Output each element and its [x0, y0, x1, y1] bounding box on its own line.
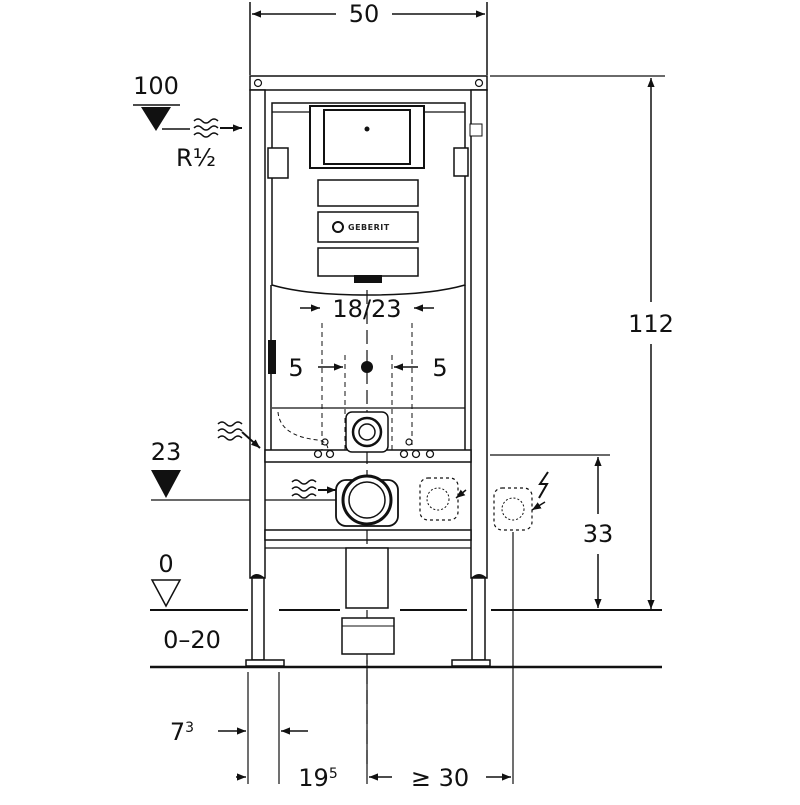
frame-right-foot — [471, 577, 486, 661]
elevation-floor-triangle-icon — [150, 579, 182, 608]
height-dimension: 112 — [490, 75, 674, 609]
foot-base-superscript: 3 — [185, 720, 194, 736]
elevation-pipe-triangle-icon — [151, 470, 181, 498]
foot-base-label: 73 — [170, 718, 194, 746]
axis-offset-dimension: 195 — [236, 764, 338, 792]
cistern-valve-right — [453, 147, 469, 177]
electrical-box-outer-ring — [501, 497, 525, 521]
brand-label: GEBERIT — [348, 223, 390, 232]
cistern-panel-lower — [317, 247, 419, 277]
flush-bend-ring — [351, 416, 383, 448]
frame-left-foot-plate — [245, 659, 285, 667]
cistern-brand-panel — [317, 211, 419, 243]
stud-icon — [411, 449, 421, 459]
supply-elevation: 100 R½ — [133, 72, 242, 172]
flush-pipe-center-mark — [361, 361, 373, 373]
cistern: GEBERIT — [267, 102, 483, 296]
water-supply-icon — [193, 118, 219, 138]
foot-base-dimension: 73 — [170, 718, 308, 746]
elevation-pipe-label: 23 — [151, 438, 182, 466]
elevation-top-triangle-icon — [141, 107, 171, 131]
min-clearance-dimension: ≥ 30 — [369, 764, 511, 792]
flush-spacing-dimension: 18/23 — [300, 295, 434, 323]
drain-outlet-inner — [348, 481, 386, 519]
stud-icon — [325, 449, 335, 459]
electrical-box-inner-ring — [426, 487, 450, 511]
drain-pipe — [291, 474, 399, 655]
electrical-box-inner — [419, 477, 467, 521]
flush-pipe — [268, 285, 466, 770]
height-label: 112 — [628, 310, 674, 338]
electrical-box-outer — [490, 454, 610, 784]
flush-bend-inner — [358, 423, 376, 441]
cistern-plug-icon — [469, 123, 483, 137]
frame-right-foot-plate — [451, 659, 491, 667]
stud-icon — [313, 449, 323, 459]
offset-dimensions: 5 5 — [288, 354, 447, 382]
connection-label: R½ — [176, 144, 216, 172]
axis-offset-superscript: 5 — [329, 766, 338, 782]
floor-elevation: 0 0–20 — [150, 550, 221, 654]
drain-water-icon — [291, 479, 317, 499]
frame-left-upright — [249, 89, 266, 579]
width-dimension: 50 — [249, 0, 488, 75]
frame-right-joint — [471, 574, 487, 578]
right-offset-label: 5 — [432, 354, 447, 382]
socket-height-label: 33 — [583, 520, 614, 548]
electrical-box-outer-outline — [493, 487, 533, 531]
lightning-icon — [538, 471, 549, 499]
installation-frame — [245, 75, 491, 667]
stud-icon — [399, 449, 409, 459]
pipe-route-dashed — [277, 411, 329, 451]
elevation-top-label: 100 — [133, 72, 179, 100]
floor-range-label: 0–20 — [163, 626, 221, 654]
drain-pipe-vertical — [345, 547, 389, 609]
flush-spacing-label: 18/23 — [332, 295, 401, 323]
foot-base-value: 7 — [170, 718, 185, 746]
electrical-box-outer-arrow — [531, 501, 546, 511]
frame-bolt-icon — [253, 78, 263, 88]
frame-left-clip — [268, 340, 276, 374]
drain-pipe-socket — [341, 617, 395, 655]
frame-bolt-icon — [474, 78, 484, 88]
axis-offset-value: 19 — [298, 764, 329, 792]
water-inlet-icon — [217, 421, 243, 441]
frame-left-foot — [251, 577, 265, 661]
flush-plate-opening — [323, 109, 411, 165]
cistern-outlet-tab — [354, 275, 382, 283]
left-offset-label: 5 — [288, 354, 303, 382]
frame-right-upright — [470, 89, 488, 579]
water-inlet-arrow — [241, 431, 261, 449]
stud-icon — [425, 449, 435, 459]
frame-lower-rail — [264, 529, 472, 541]
electrical-box-inner-outline — [419, 477, 459, 521]
electrical-box-inner-arrow — [455, 489, 467, 499]
stud-icon — [405, 438, 413, 446]
brand-logo-icon — [332, 221, 344, 233]
axis-offset-label: 195 — [298, 764, 337, 792]
stud-icon — [321, 438, 329, 446]
cistern-valve-left — [267, 147, 289, 179]
min-clearance-label: ≥ 30 — [411, 764, 469, 792]
flush-plate-center-mark — [364, 126, 370, 132]
width-label: 50 — [349, 0, 380, 28]
frame-top-rail — [249, 75, 488, 91]
elevation-floor-label: 0 — [158, 550, 173, 578]
frame-left-joint — [250, 574, 265, 578]
pipe-elevation: 23 — [151, 438, 345, 501]
socket-height-dimension: 33 — [583, 457, 614, 608]
cistern-panel-upper — [317, 179, 419, 207]
